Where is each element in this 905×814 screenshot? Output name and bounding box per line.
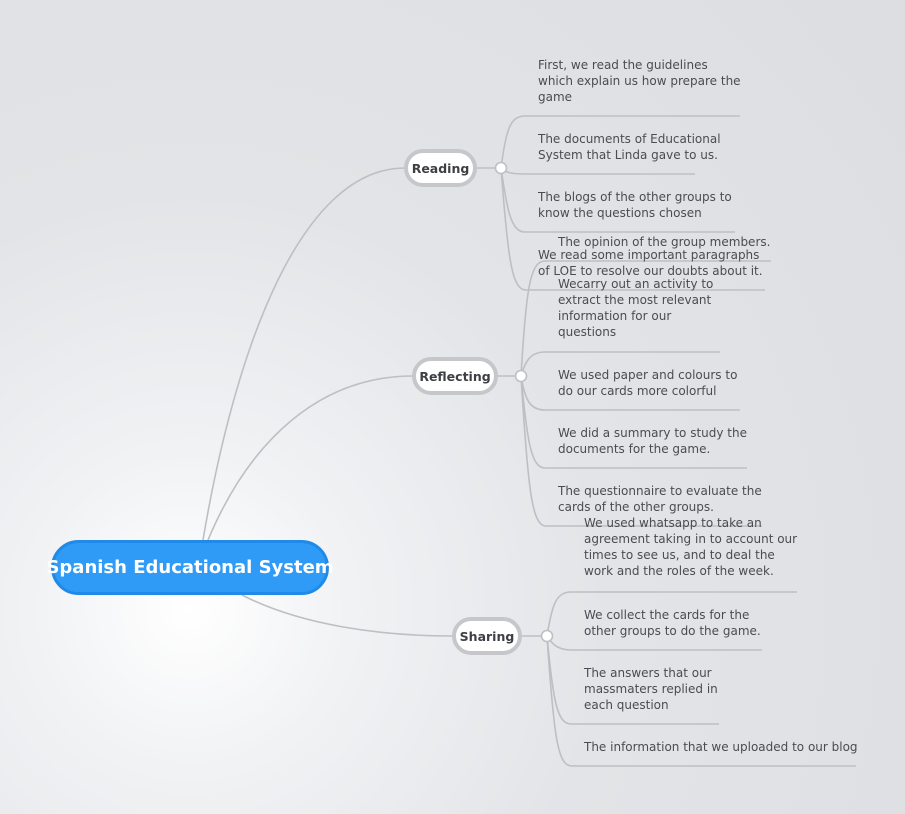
edge-root-reading <box>202 167 406 541</box>
sharing-item[interactable]: We collect the cards for the other group… <box>584 608 761 638</box>
reading-item[interactable]: We read some important paragraphs of LOE… <box>538 248 763 278</box>
reflecting-item[interactable]: We did a summary to study the documents … <box>558 426 747 456</box>
branch-reflecting[interactable]: Reflecting <box>412 357 498 395</box>
edge-root-sharing <box>241 594 454 637</box>
sharing-item[interactable]: The answers that our massmaters replied … <box>584 666 718 712</box>
edge-sharing-1 <box>546 591 797 637</box>
sharing-item[interactable]: The information that we uploaded to our … <box>584 740 858 754</box>
reflecting-item[interactable]: Wecarry out an activity to extract the m… <box>558 277 714 339</box>
branch-sharing[interactable]: Sharing <box>452 617 522 655</box>
branch-reading[interactable]: Reading <box>404 149 477 187</box>
edge-sharing-4 <box>546 635 856 767</box>
reading-item[interactable]: The blogs of the other groups to know th… <box>538 190 732 220</box>
edge-reflecting-1 <box>520 260 771 377</box>
edge-reflecting-5 <box>520 375 762 527</box>
reading-item[interactable]: The documents of Educational System that… <box>538 132 721 162</box>
edge-root-reflecting <box>207 375 414 541</box>
reflecting-item[interactable]: The opinion of the group members. <box>558 235 771 249</box>
reflecting-junction-icon <box>514 369 528 383</box>
root-topic[interactable]: Spanish Educational System <box>46 540 334 595</box>
edge-reading-1 <box>500 115 740 169</box>
sharing-junction-icon <box>540 629 554 643</box>
reading-junction-icon <box>494 161 508 175</box>
edge-reading-2 <box>500 167 695 175</box>
sharing-item[interactable]: We used whatsapp to take an agreement ta… <box>584 516 798 578</box>
edge-reading-3 <box>500 167 735 233</box>
reading-item[interactable]: First, we read the guidelines which expl… <box>538 58 741 104</box>
reflecting-item[interactable]: We used paper and colours to do our card… <box>558 368 738 398</box>
reflecting-item[interactable]: The questionnaire to evaluate the cards … <box>558 484 762 514</box>
edge-reading-4 <box>500 167 765 291</box>
